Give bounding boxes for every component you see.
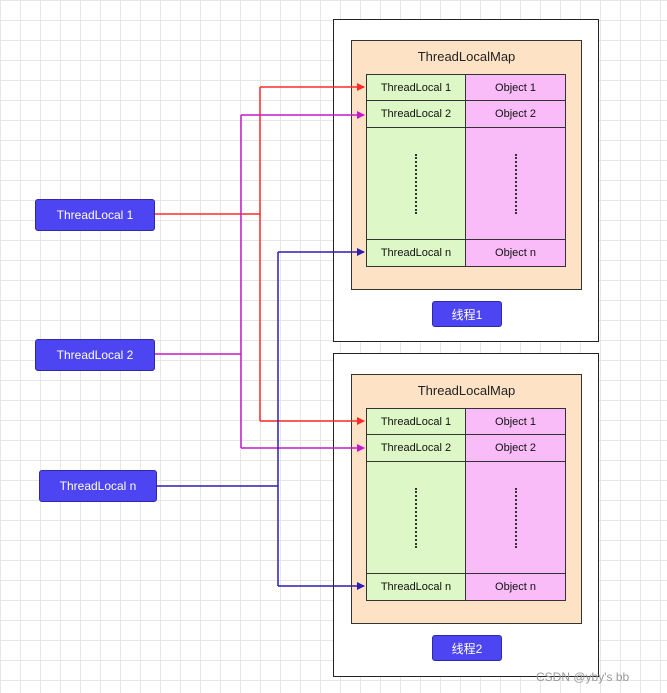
- thread-1-label: 线程1: [432, 301, 502, 327]
- threadlocal-1-box: ThreadLocal 1: [35, 199, 155, 231]
- thread-2-key-2: ThreadLocal 2: [366, 434, 466, 462]
- thread-1-value-2: Object 2: [465, 100, 566, 128]
- thread-1-value-ellipsis: [515, 154, 517, 214]
- thread-1-key-ellipsis: [415, 154, 417, 214]
- threadlocal-n-arrows: [157, 248, 365, 590]
- threadlocal-n-box: ThreadLocal n: [39, 470, 157, 502]
- thread-1-key-n: ThreadLocal n: [366, 239, 466, 267]
- thread-2-value-2: Object 2: [465, 434, 566, 462]
- thread-2-value-n: Object n: [465, 573, 566, 601]
- watermark: CSDN @yby's bb: [536, 670, 630, 684]
- threadlocal-2-box: ThreadLocal 2: [35, 339, 155, 371]
- thread-2-key-ellipsis: [415, 488, 417, 548]
- thread-1-map-title: ThreadLocalMap: [417, 49, 516, 64]
- thread-2-value-ellipsis: [515, 488, 517, 548]
- threadlocal-1-arrows: [155, 83, 365, 425]
- thread-2-label: 线程2: [432, 635, 502, 661]
- thread-1-value-n: Object n: [465, 239, 566, 267]
- thread-2-key-1: ThreadLocal 1: [366, 408, 466, 435]
- thread-1-key-2: ThreadLocal 2: [366, 100, 466, 128]
- thread-2-key-n: ThreadLocal n: [366, 573, 466, 601]
- threadlocal-2-arrows: [155, 111, 365, 452]
- thread-2-map-title: ThreadLocalMap: [417, 383, 516, 398]
